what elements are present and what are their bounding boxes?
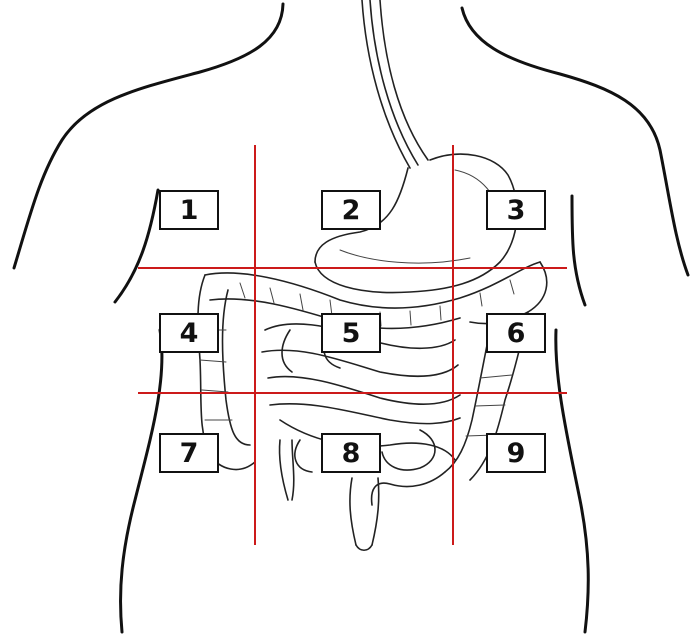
region-label-1: 1 [159, 190, 219, 230]
region-label-9: 9 [486, 433, 546, 473]
region-label-6: 6 [486, 313, 546, 353]
region-number: 5 [342, 318, 361, 349]
region-number: 4 [180, 318, 199, 349]
region-number: 2 [342, 195, 361, 226]
region-label-7: 7 [159, 433, 219, 473]
region-number: 6 [507, 318, 526, 349]
region-number: 9 [507, 438, 526, 469]
region-label-8: 8 [321, 433, 381, 473]
region-number: 8 [342, 438, 361, 469]
region-label-3: 3 [486, 190, 546, 230]
region-label-4: 4 [159, 313, 219, 353]
region-number: 3 [507, 195, 526, 226]
region-number: 1 [180, 195, 199, 226]
region-label-5: 5 [321, 313, 381, 353]
region-number: 7 [180, 438, 199, 469]
region-label-2: 2 [321, 190, 381, 230]
esophagus [362, 0, 428, 168]
